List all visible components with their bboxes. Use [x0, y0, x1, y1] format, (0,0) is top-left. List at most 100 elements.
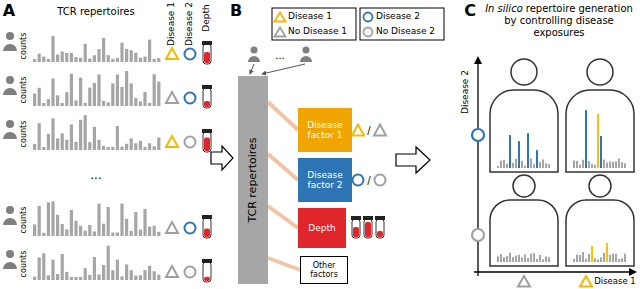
- count-bar: [139, 58, 142, 62]
- legend-item: No Disease 2: [376, 27, 435, 37]
- count-bar: [621, 162, 623, 168]
- count-bar: [65, 140, 68, 150]
- count-bar: [93, 231, 96, 236]
- count-bar: [515, 159, 517, 168]
- count-bar: [47, 59, 50, 62]
- count-bar: [93, 257, 96, 280]
- count-bar: [527, 258, 529, 262]
- count-bar: [97, 74, 100, 106]
- count-bar: [153, 226, 156, 236]
- circle-symbol: [364, 13, 373, 22]
- triangle-symbol: [166, 48, 178, 59]
- count-bar: [102, 265, 105, 280]
- count-bar: [615, 161, 617, 168]
- column-header: TCR repertoires: [57, 6, 134, 17]
- count-bar: [84, 115, 87, 150]
- count-bar: [65, 53, 68, 62]
- factor-box: Other factors: [300, 256, 348, 284]
- count-bar: [143, 147, 146, 150]
- bar-set: [573, 243, 626, 262]
- count-bar: [143, 92, 146, 106]
- count-bar: [521, 257, 523, 262]
- triangle-symbol: [275, 28, 286, 37]
- bar-set: [497, 253, 550, 262]
- count-bar: [512, 257, 514, 262]
- count-bar: [79, 120, 82, 150]
- count-bar: [157, 275, 160, 280]
- count-bar: [148, 40, 151, 62]
- count-bar: [42, 57, 45, 62]
- count-bar: [130, 270, 133, 280]
- tube-fill: [204, 101, 210, 107]
- count-bar: [70, 74, 73, 106]
- count-bar: [42, 147, 45, 150]
- fan-connector: [268, 102, 298, 130]
- count-bar: [88, 225, 91, 236]
- count-bar: [597, 259, 599, 262]
- person-head: [513, 175, 535, 197]
- count-bar: [38, 54, 41, 62]
- column-header: Disease 1: [167, 2, 177, 46]
- count-bar: [548, 164, 550, 168]
- count-bar: [503, 257, 505, 262]
- count-bar: [97, 204, 100, 236]
- count-bar: [51, 260, 54, 280]
- count-bar: [573, 259, 575, 262]
- axis-label: counts: [20, 121, 29, 148]
- tube-symbol: [202, 129, 212, 152]
- node-label: Disease factor 2: [298, 170, 352, 191]
- column-header: Disease 2: [185, 2, 195, 46]
- count-bar: [542, 160, 544, 168]
- legend-item: No Disease 1: [288, 27, 347, 37]
- legend-label: No Disease 1: [288, 26, 347, 36]
- ellipsis: ...: [275, 50, 285, 61]
- count-bar: [533, 164, 535, 168]
- count-bar: [134, 98, 137, 106]
- count-bar: [111, 270, 114, 280]
- count-bar: [545, 164, 547, 168]
- person-icon: [248, 47, 260, 63]
- count-bar: [74, 100, 77, 106]
- tube-cap: [202, 259, 212, 263]
- tube-symbol: [375, 216, 385, 238]
- repertoire-box: TCR repertoires: [238, 76, 268, 284]
- panel-letter: C: [464, 2, 476, 20]
- count-bar: [524, 166, 526, 168]
- count-bar: [56, 138, 59, 150]
- tube-outline: [352, 219, 360, 238]
- count-bar: [506, 164, 508, 168]
- count-bar: [93, 127, 96, 150]
- triangle-symbol: [518, 276, 530, 287]
- count-bar: [97, 274, 100, 280]
- count-bar: [591, 246, 593, 262]
- count-bar: [47, 202, 50, 236]
- count-bar: [536, 259, 538, 262]
- count-bar: [139, 275, 142, 280]
- count-bar: [70, 53, 73, 62]
- count-bar: [539, 255, 541, 262]
- count-bar: [120, 87, 123, 106]
- caption-text: repertoire generation by controlling dis…: [504, 3, 633, 38]
- person-head: [587, 59, 613, 85]
- tube-cap: [202, 215, 212, 219]
- factor-box: Disease factor 2: [298, 158, 352, 202]
- count-bar: [139, 141, 142, 150]
- circle-symbol: [375, 175, 386, 186]
- count-bar: [539, 162, 541, 168]
- count-bar: [84, 268, 87, 280]
- count-bar: [148, 227, 151, 236]
- count-bar: [576, 161, 578, 168]
- count-bar: [600, 136, 602, 168]
- count-bar: [500, 254, 502, 262]
- caption: In silicorepertoire generation by contro…: [484, 3, 634, 39]
- count-bar: [579, 165, 581, 168]
- count-bar: [157, 58, 160, 62]
- count-bar: [33, 93, 36, 106]
- count-bar: [116, 75, 119, 106]
- axis-arrowhead: [474, 56, 482, 64]
- tube-symbol: [363, 216, 373, 238]
- tube-cap: [202, 129, 212, 133]
- count-bar: [143, 57, 146, 62]
- caption-text: In silico: [485, 3, 523, 14]
- axis-line: [474, 271, 630, 272]
